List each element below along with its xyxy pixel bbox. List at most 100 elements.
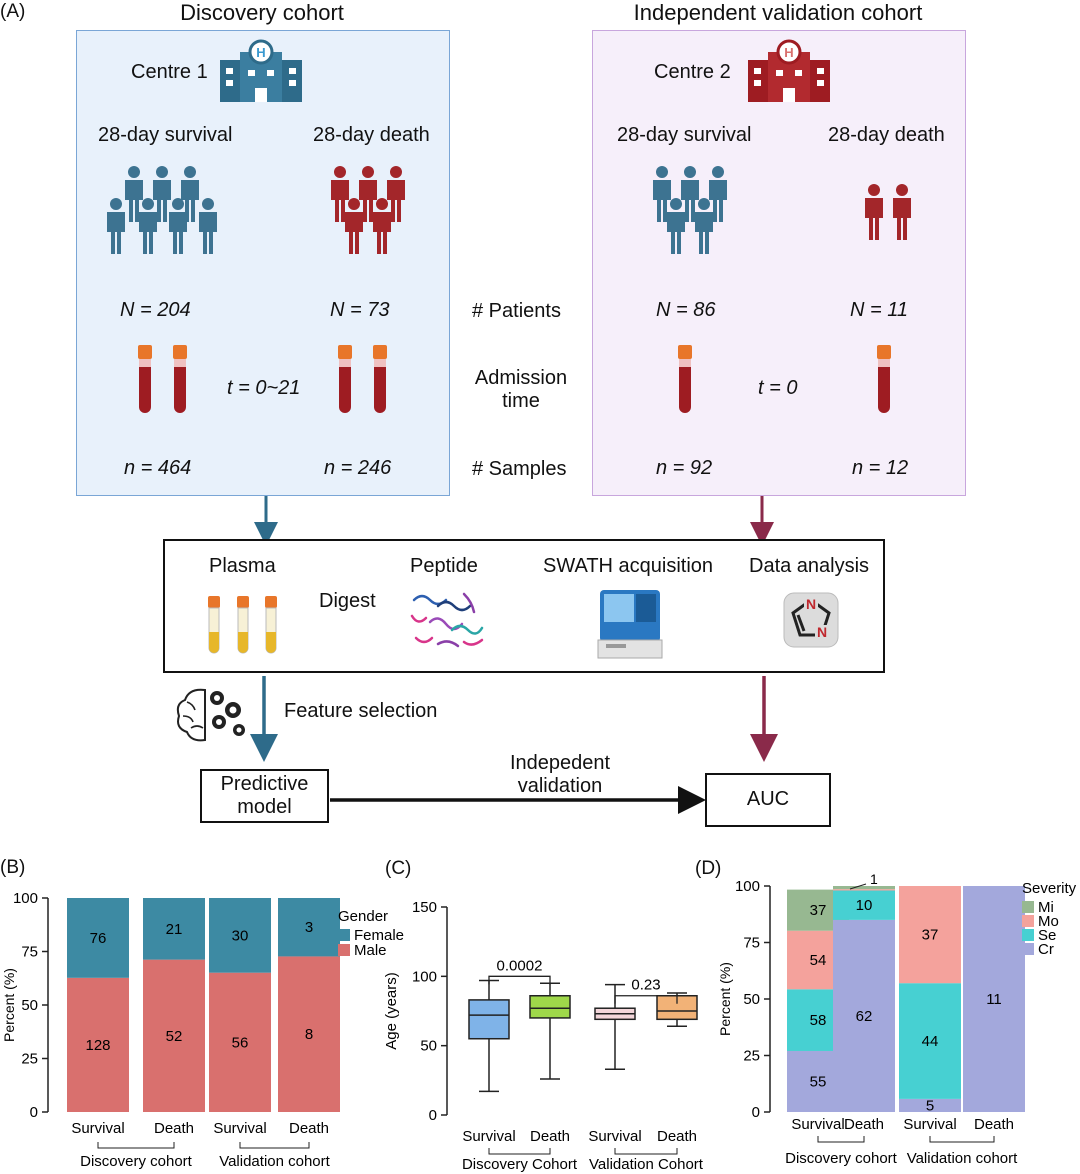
bar-segment [209, 972, 271, 1112]
bar-segment [899, 983, 961, 1099]
validation-death-label: 28-day death [828, 124, 945, 146]
auc-box [705, 773, 831, 827]
y-tick-label: 50 [743, 991, 760, 1008]
x-category-label: Survival [213, 1120, 266, 1137]
x-category-label: Death [530, 1128, 570, 1145]
legend-swatch [1022, 901, 1034, 913]
imidazole-software-icon: N N [783, 592, 839, 648]
y-tick-label: 100 [735, 878, 760, 895]
discovery-samples-survival: n = 464 [124, 457, 192, 479]
discovery-n-death: N = 73 [330, 299, 390, 321]
legend-label: Female [354, 927, 404, 944]
bar-segment [67, 977, 129, 1112]
validation-samples-death: n = 12 [852, 457, 909, 479]
centre-1-label: Centre 1 [131, 61, 208, 83]
group-bracket [97, 1142, 175, 1149]
bar-segment [278, 898, 340, 957]
group-bracket [239, 1142, 310, 1149]
plasma-tubes-icon [208, 596, 277, 654]
bar-value-label: 21 [166, 921, 183, 938]
group-bracket [817, 1136, 865, 1143]
bar-value-label: 54 [810, 952, 827, 969]
workflow-box [163, 539, 885, 673]
bar-segment [278, 956, 340, 1112]
y-tick-label: 50 [420, 1038, 437, 1055]
svg-text:N: N [817, 624, 827, 640]
bar-value-label: 128 [85, 1037, 110, 1054]
peptide-label: Peptide [410, 555, 478, 577]
y-tick-label: 75 [21, 944, 38, 961]
svg-text:N: N [806, 596, 816, 612]
x-category-label: Death [154, 1120, 194, 1137]
hospital-icon-centre-2: H [748, 39, 830, 102]
bar-value-label: 37 [810, 902, 827, 919]
legend-title: Gender [338, 908, 388, 925]
validation-time: t = 0 [758, 377, 798, 399]
y-tick-label: 0 [30, 1104, 38, 1121]
legend-swatch [1022, 915, 1034, 927]
annotation-label: 1 [870, 871, 878, 887]
group-label: Discovery cohort [785, 1150, 898, 1167]
y-tick-label: 75 [743, 935, 760, 952]
y-tick-label: 25 [743, 1048, 760, 1065]
blood-tube-icon [173, 345, 187, 415]
bar-segment [833, 886, 895, 890]
patients-row-label: # Patients [472, 300, 561, 322]
x-category-label: Survival [791, 1116, 844, 1133]
hospital-icon-centre-1: H [220, 39, 302, 102]
plasma-label: Plasma [209, 555, 276, 577]
validation-n-death: N = 11 [850, 299, 908, 321]
validation-samples-survival: n = 92 [656, 457, 713, 479]
bar-value-label: 44 [922, 1033, 939, 1050]
discovery-n-survival: N = 204 [120, 299, 191, 321]
blood-tube-icon [877, 345, 891, 415]
bar-segment [899, 1098, 961, 1112]
swath-acquisition-label: SWATH acquisition [543, 555, 714, 577]
group-label: Discovery cohort [80, 1153, 193, 1170]
samples-row-label: # Samples [472, 458, 567, 480]
validation-n-survival: N = 86 [656, 299, 716, 321]
legend-swatch [338, 944, 350, 956]
y-axis-title: Age (years) [383, 972, 400, 1050]
centre-2-label: Centre 2 [654, 61, 731, 83]
legend-label: Mi [1038, 899, 1054, 916]
independent-validation-label: Indepedent [509, 752, 611, 774]
svg-text:H: H [256, 45, 265, 60]
significance-bracket [614, 995, 678, 1004]
data-analysis-label: Data analysis [749, 555, 870, 577]
legend-title: Severity [1022, 880, 1077, 897]
bar-segment [143, 959, 205, 1112]
y-tick-label: 0 [752, 1104, 760, 1121]
bar-segment [833, 889, 895, 891]
admission-row-label: Admission [474, 367, 568, 389]
x-category-label: Survival [903, 1116, 956, 1133]
x-category-label: Survival [71, 1120, 124, 1137]
bar-segment [67, 898, 129, 978]
y-tick-label: 25 [21, 1051, 38, 1068]
group-bracket [614, 1148, 678, 1155]
bar-segment [833, 890, 895, 920]
panel-c-label: (C) [385, 858, 412, 879]
independent-validation-label-2: validation [517, 775, 603, 797]
validation-survival-label: 28-day survival [617, 124, 752, 146]
discovery-time-range: t = 0~21 [227, 377, 301, 399]
svg-text:H: H [784, 45, 793, 60]
bar-value-label: 37 [922, 927, 939, 944]
legend-label: Male [354, 942, 387, 959]
bar-value-label: 8 [305, 1026, 313, 1043]
legend-swatch [338, 929, 350, 941]
bar-segment [833, 919, 895, 1112]
legend-label: Mo [1038, 913, 1059, 930]
predictive-model-label: Predictive [220, 773, 309, 795]
blood-tube-icon [138, 345, 152, 415]
y-tick-label: 50 [21, 997, 38, 1014]
workflow-arrows [250, 496, 778, 814]
bar-value-label: 76 [90, 930, 107, 947]
bar-value-label: 58 [810, 1012, 827, 1029]
x-category-label: Death [844, 1116, 884, 1133]
blood-tube-icon [373, 345, 387, 415]
p-value-label: 0.23 [631, 977, 660, 994]
admission-time-row-label: time [502, 390, 540, 412]
bar-value-label: 55 [810, 1073, 827, 1090]
